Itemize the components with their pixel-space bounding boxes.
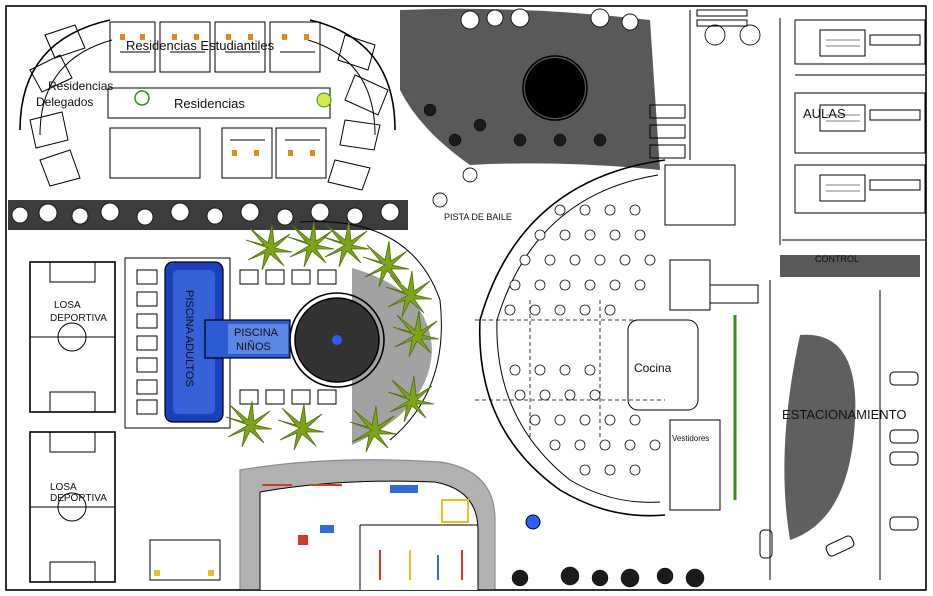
forest-north — [400, 8, 761, 208]
residence-complex: Residencias Estudiantiles Residencias De… — [19, 19, 396, 191]
losa-2-label-line1: LOSA — [50, 482, 77, 493]
vestidores-label: Vestidores — [672, 434, 709, 443]
kitchen-block — [627, 164, 759, 511]
playground — [149, 459, 541, 590]
parking-north — [649, 9, 748, 160]
piscina-ninos-label-line2: NIÑOS — [236, 340, 271, 353]
fountain — [332, 335, 342, 345]
pista-de-baile-label: PISTA DE BAILE — [444, 212, 512, 222]
losa-1-label-line1: LOSA — [54, 300, 81, 311]
estacionamiento-label: ESTACIONAMIENTO — [782, 407, 906, 422]
cocina-label: Cocina — [634, 361, 672, 375]
aulas-label: AULAS — [803, 106, 846, 121]
palm-trees — [225, 220, 440, 453]
pool-area: PISCINA ADULTOS PISCINA NIÑOS — [124, 257, 337, 429]
control-label: CONTROL — [815, 254, 859, 264]
residencias-center-label: Residencias — [174, 96, 245, 111]
losa-2-label-line2: DEPORTIVA — [50, 493, 107, 504]
trees-south — [511, 566, 705, 588]
parking-lot: ESTACIONAMIENTO — [759, 280, 919, 580]
residencias-left-label: Residencias — [48, 79, 113, 93]
aulas-block — [779, 18, 926, 245]
piscina-adultos-label: PISCINA ADULTOS — [183, 290, 195, 387]
delegados-label: Delegados — [36, 95, 93, 109]
residencias-estudiantiles-label: Residencias Estudiantiles — [126, 38, 275, 53]
control-area: CONTROL — [780, 254, 920, 277]
piscina-ninos-label-line1: PISCINA — [234, 327, 279, 339]
tree-band-north — [8, 200, 408, 230]
sports-courts: LOSA DEPORTIVA LOSA DEPORTIVA — [29, 261, 116, 583]
losa-1-label-line2: DEPORTIVA — [50, 313, 107, 324]
dining-area: PISTA DE BAILE — [444, 159, 666, 517]
